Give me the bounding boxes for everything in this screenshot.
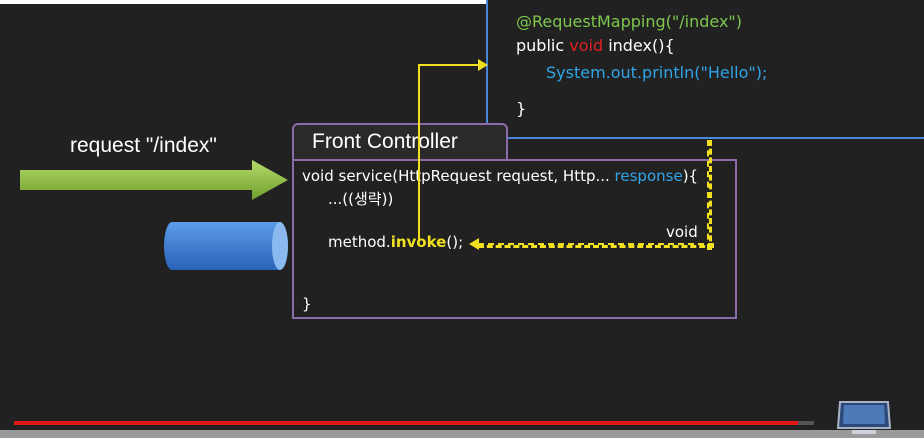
method-name: index(){ [608,36,675,55]
front-controller-tab: Front Controller [292,123,508,159]
invoke-connector-horizontal [418,64,480,66]
invoke-connector-vertical [418,64,420,242]
return-connector-vertical [707,140,712,250]
return-connector-horizontal [478,243,714,248]
return-void-label: void [666,223,698,241]
service-signature: void service(HttpRequest request, Http..… [302,167,698,185]
invoke-statement: method.invoke(); [328,233,463,251]
request-arrow-icon [20,160,288,200]
request-mapping-annotation: @RequestMapping("/index") [516,12,743,31]
void-keyword: void [569,36,604,55]
front-controller-title: Front Controller [312,130,458,153]
service-signature-suffix: ){ [682,167,699,185]
service-close-brace: } [302,295,312,313]
invoke-suffix: (); [446,233,464,251]
video-progress-fill [14,421,798,425]
video-progress-bar[interactable] [14,421,814,425]
public-keyword: public [516,36,565,55]
invoke-arrowhead-icon [478,59,488,71]
invoke-keyword: invoke [390,233,447,251]
invoke-prefix: method. [328,233,391,251]
method-signature: public void index(){ [516,36,675,55]
response-param: response [614,167,683,185]
service-signature-prefix: void service(HttpRequest request, Http..… [302,167,615,185]
request-label: request "/index" [70,134,217,157]
println-statement: System.out.println("Hello"); [546,63,768,82]
bottom-strip [0,430,924,438]
method-close-brace: } [516,99,527,118]
tv-icon [836,401,892,434]
cylinder-icon [164,222,288,270]
top-bar [0,0,486,4]
controller-code-panel: @RequestMapping("/index") public void in… [486,0,924,139]
return-arrowhead-icon [469,238,479,250]
front-controller-box: void service(HttpRequest request, Http..… [292,159,737,319]
omitted-code: ...((생략)) [328,190,394,208]
